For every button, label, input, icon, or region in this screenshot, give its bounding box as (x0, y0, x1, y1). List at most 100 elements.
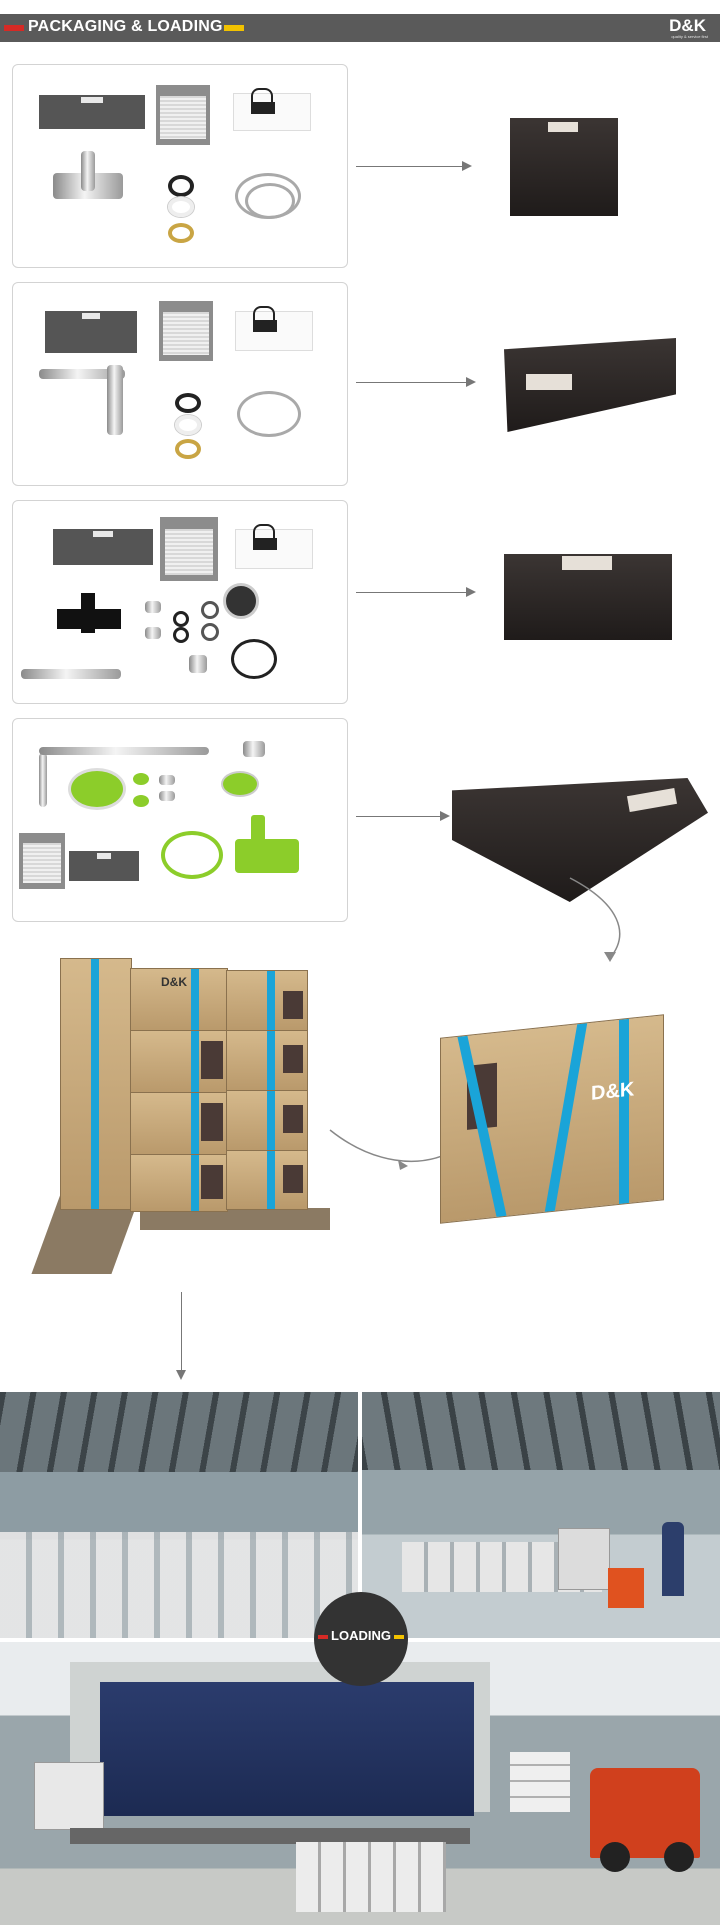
green-shower-hose (161, 831, 223, 879)
arrow-right-icon (466, 377, 476, 387)
forklift-wheel (600, 1842, 630, 1872)
faucet-spout (81, 151, 95, 191)
warehouse-roof (362, 1392, 720, 1470)
package-contents-panel-1 (12, 64, 348, 268)
pallet-stack: D&K (31, 958, 340, 1274)
rubber-washer (173, 627, 189, 643)
instruction-manual (156, 85, 210, 145)
arrow-right-icon (466, 587, 476, 597)
arrow-line (356, 592, 466, 593)
carton-column-side (60, 958, 132, 1210)
green-flange (133, 773, 149, 785)
washer (201, 623, 219, 641)
rubber-washer (168, 175, 194, 197)
arrow-line (356, 382, 466, 383)
warehouse-photo-1 (0, 1392, 358, 1638)
connector (159, 791, 175, 801)
shower-arm (39, 747, 209, 755)
holder (189, 655, 207, 673)
arrow-line-vertical (181, 1292, 182, 1372)
carton-stack (296, 1842, 446, 1912)
black-mixer-stem (81, 593, 95, 633)
red-accent-bar (318, 1635, 328, 1639)
warranty-card (53, 529, 153, 565)
gift-box-3 (504, 554, 672, 640)
overhead-shower-head (71, 771, 123, 807)
red-accent-bar (4, 25, 24, 31)
strapped-carton: D&K (440, 1014, 664, 1224)
pallet-load (558, 1528, 610, 1590)
shower-rail (21, 669, 121, 679)
white-washer (168, 197, 194, 217)
loading-label: LOADING (331, 1628, 391, 1643)
warranty-card (45, 311, 137, 353)
faucet-body (107, 365, 123, 435)
instruction-manual (160, 517, 218, 581)
container-loading-photo (0, 1642, 720, 1925)
warranty-card (69, 851, 139, 881)
carton-box (130, 1154, 228, 1212)
carton-box (226, 970, 308, 1032)
accessory-bag (235, 306, 313, 351)
accessory-bag (235, 524, 313, 569)
arrow-line (356, 816, 442, 817)
washer (201, 601, 219, 619)
arrow-right-icon (440, 811, 450, 821)
section-title: PACKAGING & LOADING (28, 18, 223, 35)
connector (145, 601, 161, 613)
mixer-box (243, 741, 265, 757)
truck-chassis (70, 1828, 470, 1844)
yellow-accent-bar (224, 25, 244, 31)
flexible-hose (237, 391, 301, 437)
shower-riser-pipe (39, 753, 47, 807)
shower-hose (231, 639, 277, 679)
truck-cab (34, 1762, 104, 1830)
rubber-washer (175, 393, 201, 413)
wooden-pallet-front (140, 1208, 330, 1230)
loading-badge: LOADING (314, 1592, 408, 1686)
shipping-container (100, 1682, 474, 1816)
warranty-card (39, 95, 145, 129)
gift-box-2 (504, 338, 676, 432)
carton-box (226, 1030, 308, 1092)
connector (145, 627, 161, 639)
accessory-bag (233, 88, 311, 131)
package-contents-panel-3 (12, 500, 348, 704)
white-washer (175, 415, 201, 435)
green-mixer-body (235, 839, 299, 873)
brass-nut (175, 439, 201, 459)
carton-box (226, 1090, 308, 1152)
yellow-accent-bar (394, 1635, 404, 1639)
connector (159, 775, 175, 785)
gift-box-1 (510, 118, 618, 216)
curved-arrow-left-icon (329, 1129, 459, 1170)
hand-shower-head (223, 583, 259, 619)
curved-arrow-down-icon (569, 877, 621, 962)
arrow-right-icon (462, 161, 472, 171)
warehouse-photo-2 (362, 1392, 720, 1638)
rubber-washer (173, 611, 189, 627)
arrow-down-icon (176, 1370, 186, 1380)
faucet-spout (39, 369, 125, 379)
carton-box (130, 1030, 228, 1094)
arrow-line (356, 166, 462, 167)
green-flange (133, 795, 149, 807)
carton-box: D&K (130, 968, 228, 1032)
brass-nut (168, 223, 194, 243)
hand-shower-head (223, 773, 257, 795)
stacked-cartons (0, 1532, 358, 1638)
warehouse-roof (0, 1392, 358, 1472)
brand-logo: D&K (669, 16, 706, 35)
instruction-manual (159, 301, 213, 361)
forklift-load (510, 1752, 570, 1812)
green-mixer-handle (251, 815, 265, 845)
carton-box (130, 1092, 228, 1156)
carton-logo: D&K (161, 975, 187, 989)
carton-logo: D&K (591, 1078, 635, 1105)
flexible-hose-2 (245, 183, 295, 219)
package-contents-panel-2 (12, 282, 348, 486)
pallet-truck (608, 1568, 644, 1608)
section-header: PACKAGING & LOADING D&K quality & servic… (0, 14, 720, 42)
worker (662, 1522, 684, 1596)
carton-box (226, 1150, 308, 1210)
